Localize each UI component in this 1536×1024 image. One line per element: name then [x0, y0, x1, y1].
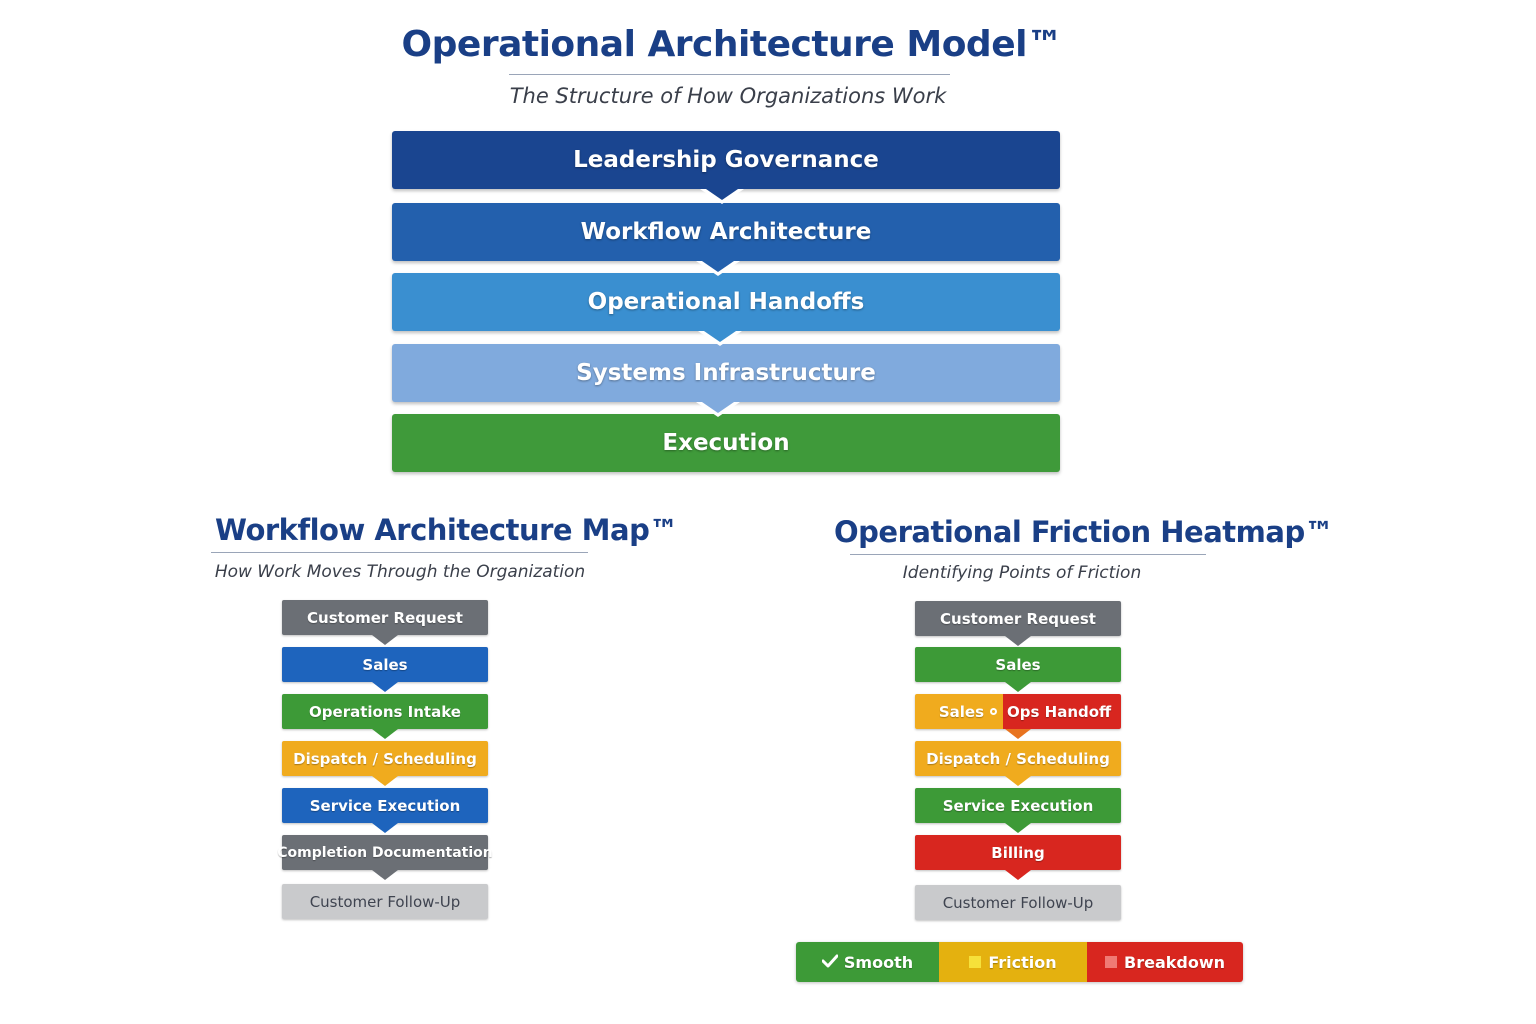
down-arrow-icon: [1005, 682, 1031, 692]
legend-friction: Friction: [939, 942, 1087, 982]
architecture-layer-label: Operational Handoffs: [587, 289, 865, 315]
architecture-layer-label: Workflow Architecture: [580, 219, 872, 245]
architecture-layer: Leadership Governance: [392, 131, 1060, 189]
workflow-map-title: Workflow Architecture Map™: [215, 513, 678, 547]
flow-step: Customer Request: [282, 600, 488, 635]
down-arrow-icon: [1005, 823, 1031, 833]
flow-step-label: Customer Request: [940, 609, 1096, 628]
heatmap-subtitle: Identifying Points of Friction: [902, 563, 1142, 583]
legend-smooth: Smooth: [796, 942, 939, 982]
architecture-layer-label: Systems Infrastructure: [576, 360, 876, 386]
down-arrow-icon: [1005, 729, 1031, 739]
down-arrow-icon: [1005, 776, 1031, 786]
check-icon: [821, 953, 839, 972]
flow-step: Operations Intake: [282, 694, 488, 729]
flow-step-label: Operations Intake: [309, 702, 461, 721]
friction-legend: Smooth Friction Breakdown: [796, 942, 1243, 982]
flow-step: Dispatch / Scheduling: [282, 741, 488, 776]
yellow-square-icon: [969, 956, 982, 968]
flow-step-label: Dispatch / Scheduling: [293, 749, 477, 768]
flow-step-label: Sales: [938, 702, 984, 721]
flow-step-label: Service Execution: [942, 796, 1094, 815]
flow-step: Customer Follow-Up: [282, 884, 488, 919]
flow-step-label: Customer Request: [307, 608, 463, 627]
legend-smooth-label: Smooth: [843, 952, 914, 972]
architecture-layer: Workflow Architecture: [392, 203, 1060, 261]
title-divider: [509, 74, 950, 75]
flow-step-label: Sales: [995, 655, 1041, 674]
flow-step-friction-part: Sales: [915, 694, 1003, 729]
down-arrow-icon: [1005, 636, 1031, 646]
red-square-icon: [1105, 956, 1117, 968]
down-arrow-icon: [372, 682, 398, 692]
legend-breakdown-label: Breakdown: [1124, 952, 1225, 972]
architecture-layer: Execution: [392, 414, 1060, 472]
down-arrow-icon: [372, 776, 398, 786]
flow-step-label: Customer Follow-Up: [309, 892, 461, 911]
workflow-map-subtitle: How Work Moves Through the Organization: [214, 562, 586, 582]
flow-step-label: Ops Handoff: [1007, 702, 1112, 721]
architecture-layer: Systems Infrastructure: [392, 344, 1060, 402]
heatmap-divider: [850, 554, 1206, 555]
heatmap-title: Operational Friction Heatmap™: [834, 515, 1334, 549]
legend-breakdown: Breakdown: [1087, 942, 1243, 982]
down-arrow-icon: [1005, 870, 1031, 880]
flow-step-label: Customer Follow-Up: [942, 893, 1094, 912]
flow-step: Service Execution: [282, 788, 488, 823]
flow-step-label: Sales: [362, 655, 408, 674]
flow-step: Sales: [282, 647, 488, 682]
flow-step-label: Completion Documentation: [277, 844, 493, 861]
architecture-layer-label: Execution: [662, 430, 790, 456]
legend-friction-label: Friction: [988, 952, 1057, 972]
down-arrow-fill: [704, 331, 736, 342]
flow-step: Billing: [915, 835, 1121, 870]
handoff-dot-icon: [990, 708, 997, 715]
main-subtitle: The Structure of How Organizations Work: [509, 84, 947, 108]
flow-step: Customer Follow-Up: [915, 885, 1121, 920]
flow-step-label: Service Execution: [309, 796, 461, 815]
flow-step-label: Dispatch / Scheduling: [926, 749, 1110, 768]
flow-step: Service Execution: [915, 788, 1121, 823]
architecture-layer: Operational Handoffs: [392, 273, 1060, 331]
flow-step-label: Billing: [991, 843, 1045, 862]
flow-step: Sales: [915, 647, 1121, 682]
flow-step: Dispatch / Scheduling: [915, 741, 1121, 776]
down-arrow-icon: [372, 635, 398, 645]
down-arrow-icon: [372, 823, 398, 833]
main-title: Operational Architecture Model™: [401, 24, 1063, 65]
workflow-map-divider: [211, 552, 588, 553]
down-arrow-icon: [372, 729, 398, 739]
flow-step: Completion Documentation: [277, 835, 493, 870]
architecture-layer-label: Leadership Governance: [573, 147, 879, 173]
flow-step-breakdown-part: Ops Handoff: [1003, 694, 1121, 729]
down-arrow-fill: [702, 261, 734, 272]
down-arrow-icon: [372, 870, 398, 880]
flow-step: Customer Request: [915, 601, 1121, 636]
down-arrow-fill: [702, 402, 734, 413]
flow-step: Sales Ops Handoff: [915, 694, 1121, 729]
down-arrow-fill: [706, 189, 738, 200]
